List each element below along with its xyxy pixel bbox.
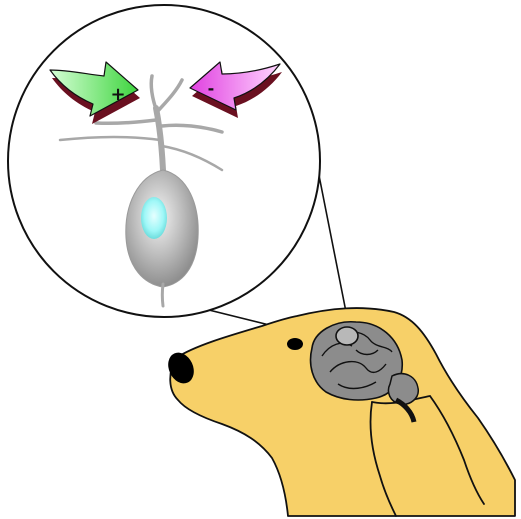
- neuron-axon: [162, 284, 163, 306]
- inhibitory-sign: -: [208, 79, 215, 98]
- neuron-nucleus: [141, 197, 167, 239]
- excitatory-sign: +: [110, 84, 125, 105]
- brain-highlight-region: [336, 327, 358, 345]
- magnified-view: + -: [8, 5, 320, 317]
- brain-cerebellum: [388, 374, 418, 405]
- dog-eye: [287, 338, 303, 350]
